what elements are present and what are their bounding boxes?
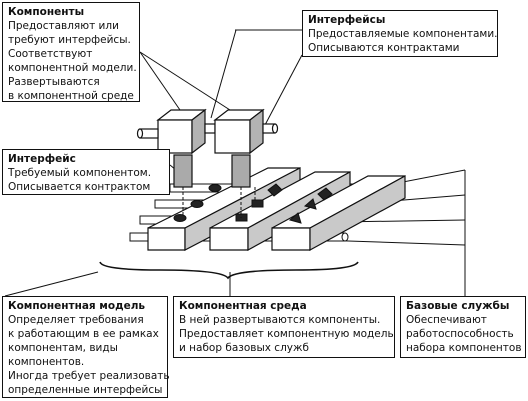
component-model-line-3: компонентам, виды — [8, 342, 118, 354]
slab-3-side — [309, 174, 406, 252]
base-services-line-3: набора компонентов — [406, 342, 522, 354]
component-env-line-3: и набор базовых служб — [179, 342, 309, 354]
slab-2-front — [209, 227, 249, 251]
interfaces-line-2: Описываются контрактами — [308, 42, 460, 54]
component-model-title: Компонентная модель — [8, 300, 146, 312]
socket-diamond-2 — [317, 187, 333, 201]
socket-diamond-1 — [267, 183, 283, 197]
interface-title: Интерфейс — [8, 153, 76, 165]
component-model-line-5: Иногда требует реализовать — [8, 370, 170, 382]
component-env-line-1: В ней развертываются компоненты. — [179, 314, 381, 326]
interface-line-2: Описывается контрактом — [8, 181, 151, 193]
slab-3-front — [271, 227, 311, 251]
leader-components-2 — [139, 51, 231, 111]
socket-circle-1 — [208, 184, 222, 192]
callout-components: Компоненты Предоставляют или требуют инт… — [2, 2, 140, 102]
components-line-4: компонентной модели. — [8, 62, 137, 74]
interfaces-line-1: Предоставляемые компонентами. — [308, 28, 498, 40]
socket-circle-2 — [190, 200, 204, 208]
callout-component-model: Компонентная модель Определяет требовани… — [2, 296, 170, 398]
callout-interface: Интерфейс Требуемый компонентом. Описыва… — [2, 149, 170, 195]
callout-base-services: Базовые службы Обеспечивают работоспособ… — [400, 296, 526, 358]
leader-interfaces-2 — [264, 54, 303, 126]
components-title: Компоненты — [8, 6, 85, 18]
leader-components-1 — [139, 51, 181, 111]
brace — [99, 261, 359, 280]
leader-model — [4, 271, 99, 297]
callout-interfaces: Интерфейсы Предоставляемые компонентами.… — [302, 10, 498, 57]
leader-interfaces-1 — [210, 29, 237, 119]
interface-line-1: Требуемый компонентом. — [8, 167, 152, 179]
socket-circle-3 — [173, 214, 187, 222]
component-model-line-2: к работающим в ее рамках — [8, 328, 159, 340]
components-line-1: Предоставляют или — [8, 20, 119, 32]
callout-component-env: Компонентная среда В ней развертываются … — [173, 296, 395, 358]
components-line-2: требуют интерфейсы. — [8, 34, 131, 46]
component-cube-right — [213, 108, 279, 188]
socket-tri-2 — [288, 212, 302, 224]
component-env-line-2: Предоставляет компонентную модель — [179, 328, 394, 340]
interfaces-title: Интерфейсы — [308, 14, 386, 26]
socket-tri-1 — [303, 198, 317, 210]
components-line-6: в компонентной среде — [8, 90, 134, 102]
component-model-line-6: определенные интерфейсы — [8, 384, 163, 396]
component-model-line-1: Определяет требования — [8, 314, 144, 326]
base-services-line-1: Обеспечивают — [406, 314, 487, 326]
component-cube-left — [136, 108, 216, 188]
component-env-title: Компонентная среда — [179, 300, 307, 312]
base-services-line-2: работоспособность — [406, 328, 514, 340]
component-model-line-4: компонентов. — [8, 356, 85, 368]
socket-rect-1 — [251, 199, 264, 208]
components-line-5: Развертываются — [8, 76, 100, 88]
base-services-title: Базовые службы — [406, 300, 510, 312]
slab-1-front — [147, 227, 186, 251]
components-line-3: Соответствуют — [8, 48, 93, 60]
